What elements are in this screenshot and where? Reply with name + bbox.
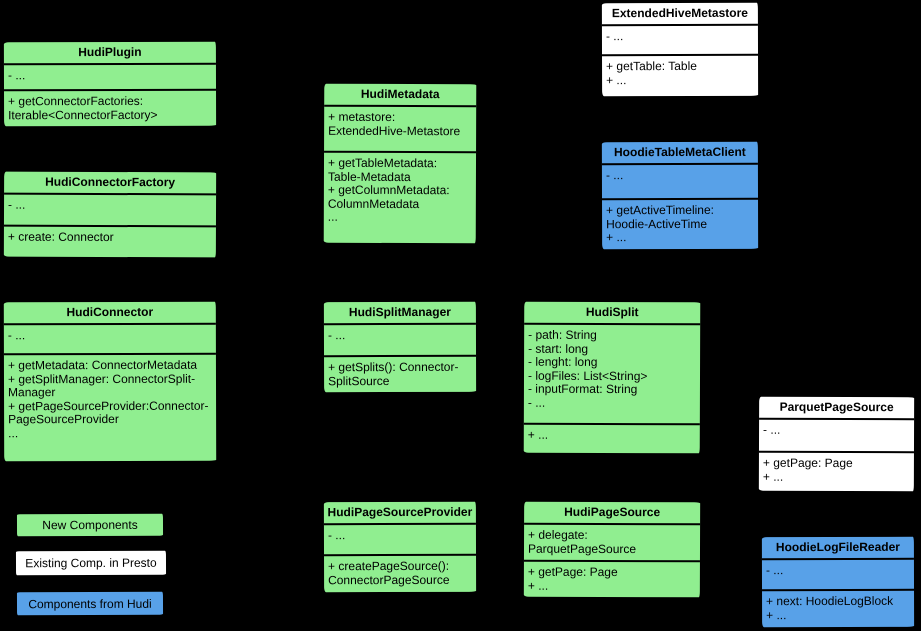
method-entry: + getPageSourceProvider:Connector-PageSo… [8, 398, 209, 427]
class-title: HudiSplitManager [323, 301, 476, 326]
methods-compartment: + ... [523, 422, 700, 454]
method-entry: + ... [606, 230, 627, 245]
class-title: HudiPlugin [3, 41, 216, 66]
class-box-hudi-connector-factory: HudiConnectorFactory - ... + create: Con… [1, 169, 219, 260]
fields-compartment: - ... [4, 195, 216, 226]
methods-compartment: + getPage: Page + ... [758, 450, 914, 492]
method-entry: + getPage: Page [527, 564, 618, 580]
method-entry: ... [327, 209, 338, 224]
field-entry: - ... [605, 29, 624, 44]
class-title: HudiPageSourceProvider [323, 501, 476, 526]
class-title: HudiSplit [524, 301, 701, 326]
legend-existing-components: Existing Comp. in Presto [13, 548, 169, 578]
methods-compartment: + getConnectorFactories: Iterable<Connec… [4, 88, 217, 127]
method-entry: + next: HoodieLogBlock [766, 593, 894, 609]
field-entry: - lenght: long [528, 354, 598, 369]
legend-label: New Components [42, 517, 138, 533]
fields-compartment: - ... [4, 65, 216, 90]
field-entry: - inputFormat: String [527, 381, 638, 397]
class-box-hudi-plugin: HudiPlugin - ... + getConnectorFactories… [1, 39, 219, 129]
legend-label: Components from Hudi [28, 596, 152, 611]
method-entry: + getTable: Table [606, 58, 697, 74]
methods-compartment: + getMetadata: ConnectorMetadata + getSp… [3, 352, 217, 462]
field-entry: - ... [765, 563, 784, 578]
legend-hudi-components: Components from Hudi [14, 589, 166, 618]
fields-compartment: - ... [324, 325, 476, 355]
field-entry: - ... [7, 68, 26, 83]
fields-compartment: - ... [762, 560, 914, 589]
class-box-hudi-split: HudiSplit - path: String - start: long -… [521, 299, 703, 456]
field-entry: - ... [605, 168, 624, 183]
class-title: HudiConnectorFactory [4, 171, 217, 196]
class-title: HoodieLogFileReader [761, 536, 914, 561]
class-title: HudiPageSource [524, 501, 701, 526]
class-title: ExtendedHiveMetastore [601, 2, 758, 27]
method-entry: + getColumnMetadata: ColumnMetadata [327, 182, 450, 211]
methods-compartment: + next: HoodieLogBlock + ... [762, 588, 915, 628]
class-box-hoodie-table-meta-client: HoodieTableMetaClient - ... + getActiveT… [599, 139, 761, 251]
field-entry: - path: String [528, 327, 597, 342]
class-title: ParquetPageSource [759, 396, 915, 421]
field-entry: - ... [327, 528, 346, 543]
fields-compartment: - ... [602, 26, 758, 54]
class-box-hoodie-log-file-reader: HoodieLogFileReader - ... + next: Hoodie… [759, 534, 917, 630]
method-entry: + ... [527, 427, 549, 442]
methods-compartment: + getSplits(): Connector-SplitSource [324, 354, 477, 393]
fields-compartment: + delegate: ParquetPageSource [524, 525, 700, 561]
methods-compartment: + getTable: Table + ... [602, 53, 759, 97]
method-entry: + getConnectorFactories: Iterable<Connec… [8, 93, 158, 122]
field-entry: - ... [7, 328, 26, 343]
fields-compartment: + metastore: ExtendedHive-Metastore [324, 107, 476, 152]
methods-compartment: + create: Connector [3, 224, 216, 258]
method-entry: + getTableMetadata: Table-Metadata [327, 155, 438, 184]
class-box-hudi-page-source: HudiPageSource + delegate: ParquetPageSo… [521, 499, 703, 600]
method-entry: + createPageSource(): ConnectorPageSourc… [328, 558, 450, 587]
fields-compartment: - ... [324, 525, 476, 554]
field-entry: - ... [327, 328, 346, 343]
class-box-hudi-connector: HudiConnector - ... + getMetadata: Conne… [1, 299, 219, 464]
legend-new-components: New Components [14, 511, 166, 539]
field-entry: - ... [8, 197, 26, 212]
class-box-extended-hive-metastore: ExtendedHiveMetastore - ... + getTable: … [599, 0, 761, 99]
methods-compartment: + getPage: Page + ... [523, 559, 700, 598]
class-box-hudi-page-source-provider: HudiPageSourceProvider - ... + createPag… [321, 499, 479, 595]
method-entry: + ... [527, 578, 549, 593]
field-entry: - ... [763, 422, 781, 437]
method-entry: + getSplits(): Connector-SplitSource [328, 359, 459, 388]
methods-compartment: + getTableMetadata: Table-Metadata + get… [323, 150, 477, 244]
methods-compartment: + getActiveTimeline: Hoodie-ActiveTime +… [602, 197, 759, 249]
fields-compartment: - ... [4, 325, 216, 354]
class-title: HudiConnector [3, 301, 216, 326]
method-entry: + ... [606, 72, 627, 87]
method-entry: + getPage: Page [762, 455, 853, 471]
method-entry: + ... [762, 469, 784, 484]
class-box-hudi-split-manager: HudiSplitManager - ... + getSplits(): Co… [321, 299, 479, 395]
method-entry: + getSplitManager: ConnectorSplit-Manage… [7, 371, 196, 400]
methods-compartment: + createPageSource(): ConnectorPageSourc… [324, 553, 477, 593]
fields-compartment: - ... [602, 165, 758, 198]
class-box-parquet-page-source: ParquetPageSource - ... + getPage: Page … [756, 394, 917, 494]
method-entry: + getActiveTimeline: Hoodie-ActiveTime [606, 202, 714, 231]
field-entry: - ... [527, 395, 546, 410]
class-box-hudi-metadata: HudiMetadata + metastore: ExtendedHive-M… [321, 81, 479, 246]
fields-compartment: - ... [759, 420, 914, 452]
legend-label: Existing Comp. in Presto [25, 555, 157, 571]
method-entry: + ... [766, 607, 787, 622]
method-entry: + create: Connector [7, 229, 114, 245]
fields-compartment: - path: String - start: long - lenght: l… [524, 325, 700, 424]
field-entry: + metastore: ExtendedHive-Metastore [328, 109, 461, 138]
class-title: HudiMetadata [324, 83, 477, 108]
method-entry: + getMetadata: ConnectorMetadata [7, 357, 198, 373]
method-entry: ... [8, 425, 19, 440]
class-title: HoodieTableMetaClient [601, 141, 758, 166]
field-entry: + delegate: ParquetPageSource [527, 527, 637, 556]
